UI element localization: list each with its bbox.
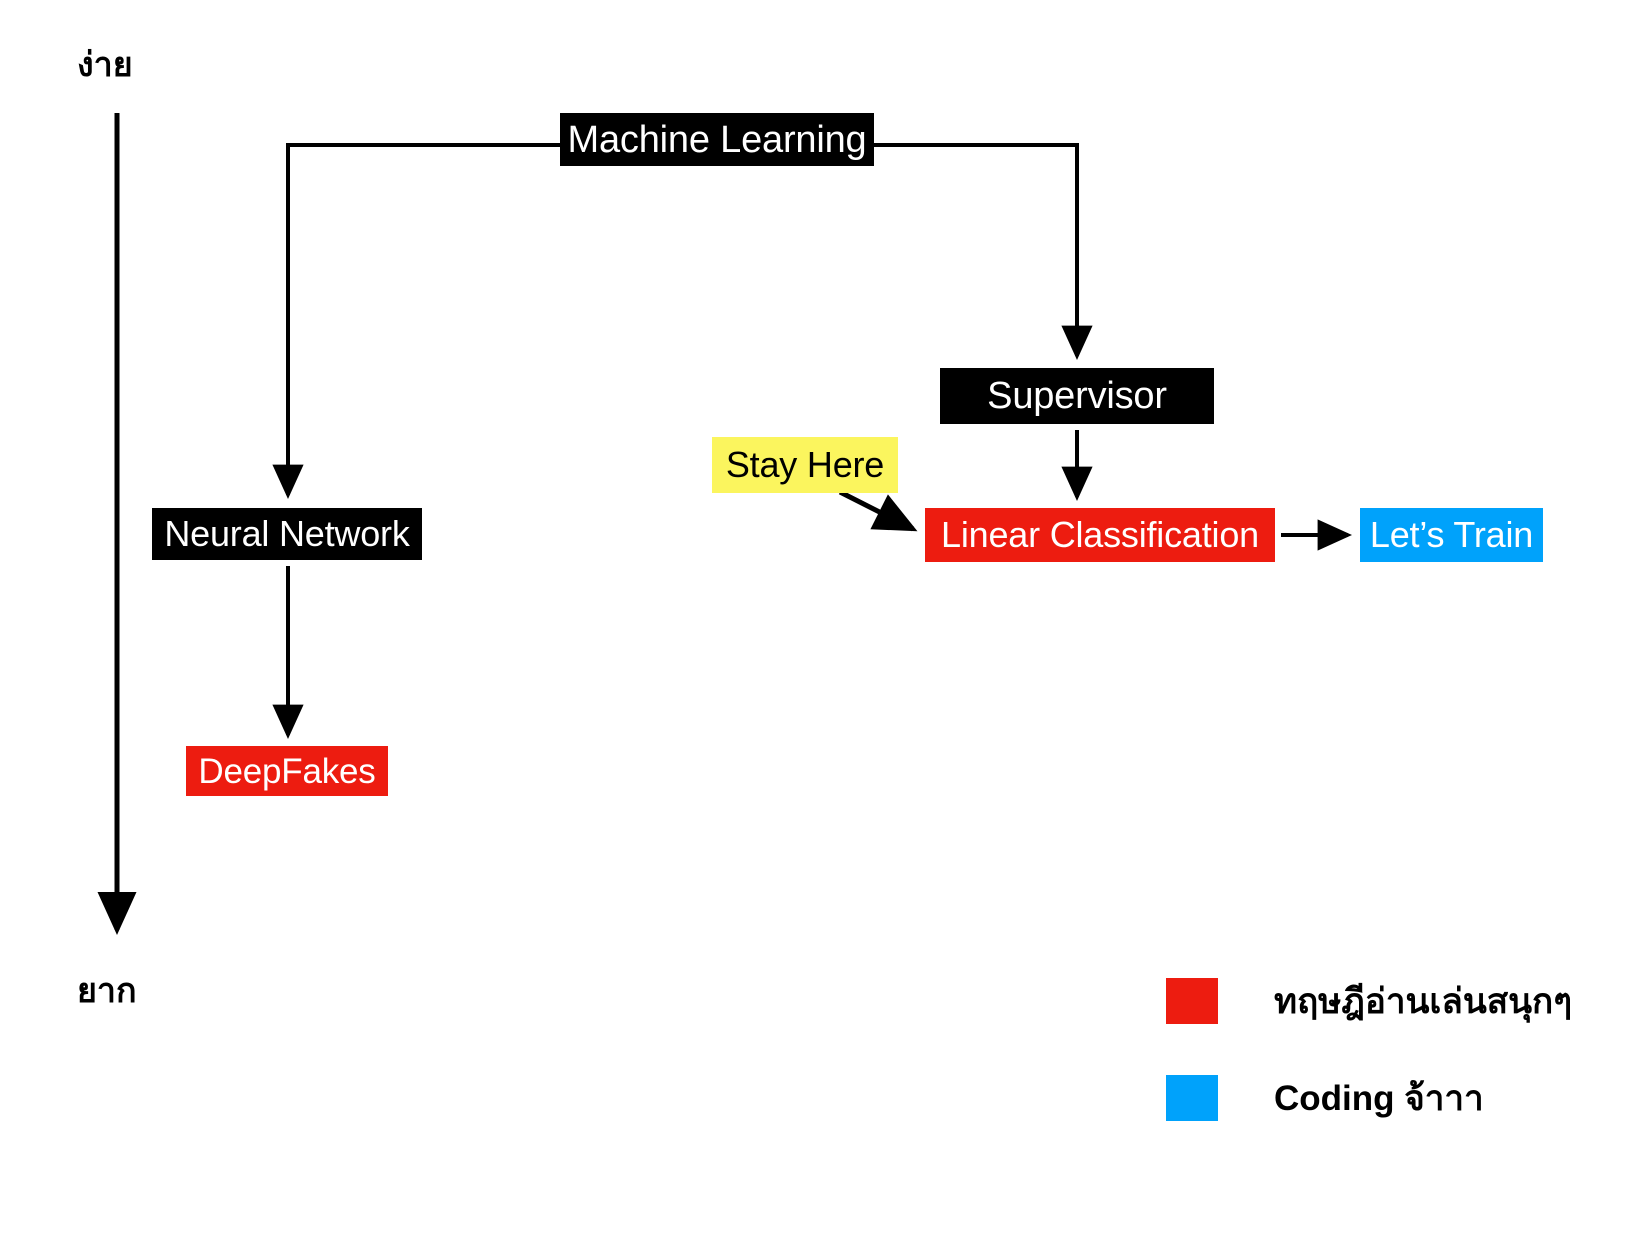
legend-label-coding: Coding จ้าาา: [1274, 1078, 1484, 1118]
node-lets-train[interactable]: Let’s Train: [1360, 508, 1543, 562]
legend-label-theory: ทฤษฎีอ่านเล่นสนุกๆ: [1274, 981, 1573, 1021]
legend-item-theory: ทฤษฎีอ่านเล่นสนุกๆ: [1166, 978, 1572, 1024]
node-deepfakes[interactable]: DeepFakes: [186, 746, 388, 796]
legend-item-coding: Coding จ้าาา: [1166, 1075, 1484, 1121]
connector-ml-to-neural-network: [272, 143, 560, 500]
node-linear-classification[interactable]: Linear Classification: [925, 508, 1275, 562]
connector-stay-here-to-linear-classification: [838, 489, 918, 532]
node-supervisor[interactable]: Supervisor: [940, 368, 1214, 424]
node-neural-network[interactable]: Neural Network: [152, 508, 422, 560]
legend-swatch-red: [1166, 978, 1218, 1024]
node-stay-here[interactable]: Stay Here: [712, 437, 898, 493]
node-machine-learning[interactable]: Machine Learning: [560, 113, 874, 166]
axis-label-easy: ง่าย: [77, 46, 133, 84]
connector-ml-to-supervisor: [874, 143, 1093, 361]
legend-swatch-blue: [1166, 1075, 1218, 1121]
axis-label-hard: ยาก: [77, 972, 137, 1010]
